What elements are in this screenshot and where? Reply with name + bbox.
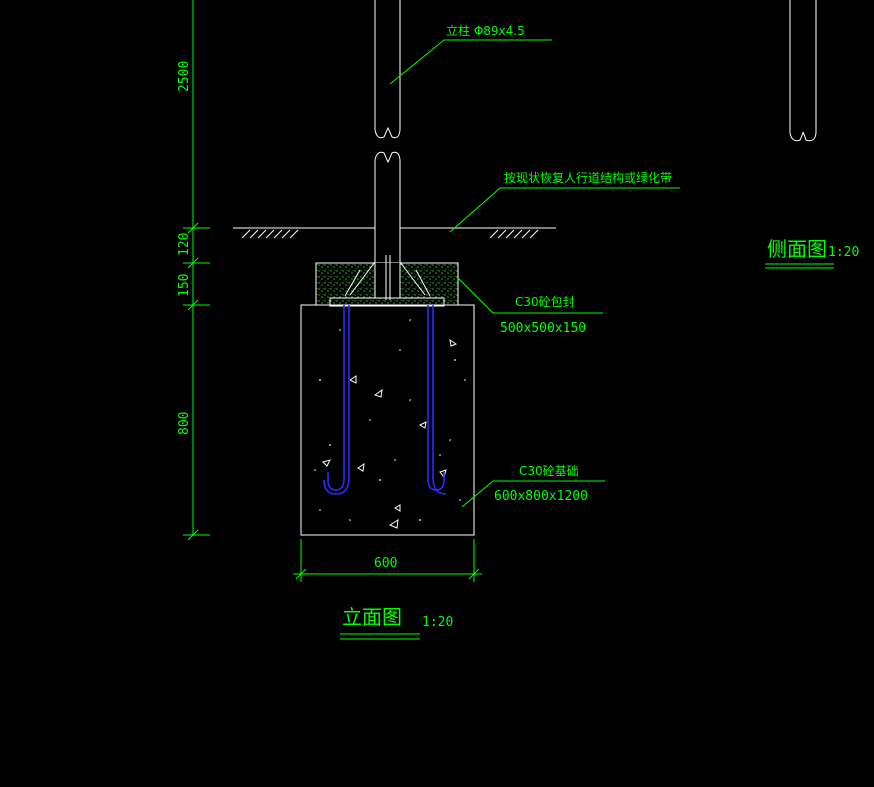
elevation-title: 立面图 xyxy=(342,605,402,629)
base-name-label: C30砼基础 xyxy=(519,464,579,478)
anchor-bolts xyxy=(323,305,447,495)
vertical-dimension xyxy=(183,0,210,541)
concrete-cap xyxy=(315,255,459,307)
dim-600: 600 xyxy=(374,556,397,571)
dim-120: 120 xyxy=(177,233,192,256)
leader-lines xyxy=(389,39,680,508)
post-elevation xyxy=(374,0,401,262)
dim-2500: 2500 xyxy=(177,61,192,92)
cap-size-label: 500x500x150 xyxy=(500,321,586,336)
side-title: 侧面图 xyxy=(767,237,827,261)
base-size-label: 600x800x1200 xyxy=(494,489,588,504)
side-scale: 1:20 xyxy=(828,245,859,260)
horizontal-dimension xyxy=(293,539,482,582)
restore-label: 按现状恢复人行道结构或绿化带 xyxy=(504,170,672,185)
post-label: 立柱 Φ89x4.5 xyxy=(446,23,525,38)
elevation-scale: 1:20 xyxy=(422,615,453,630)
cap-name-label: C30砼包封 xyxy=(515,295,575,309)
ground-line xyxy=(233,227,556,239)
dim-800: 800 xyxy=(177,412,192,435)
post-side-view xyxy=(789,0,817,142)
concrete-foundation xyxy=(300,304,475,536)
dim-150: 150 xyxy=(177,274,192,297)
